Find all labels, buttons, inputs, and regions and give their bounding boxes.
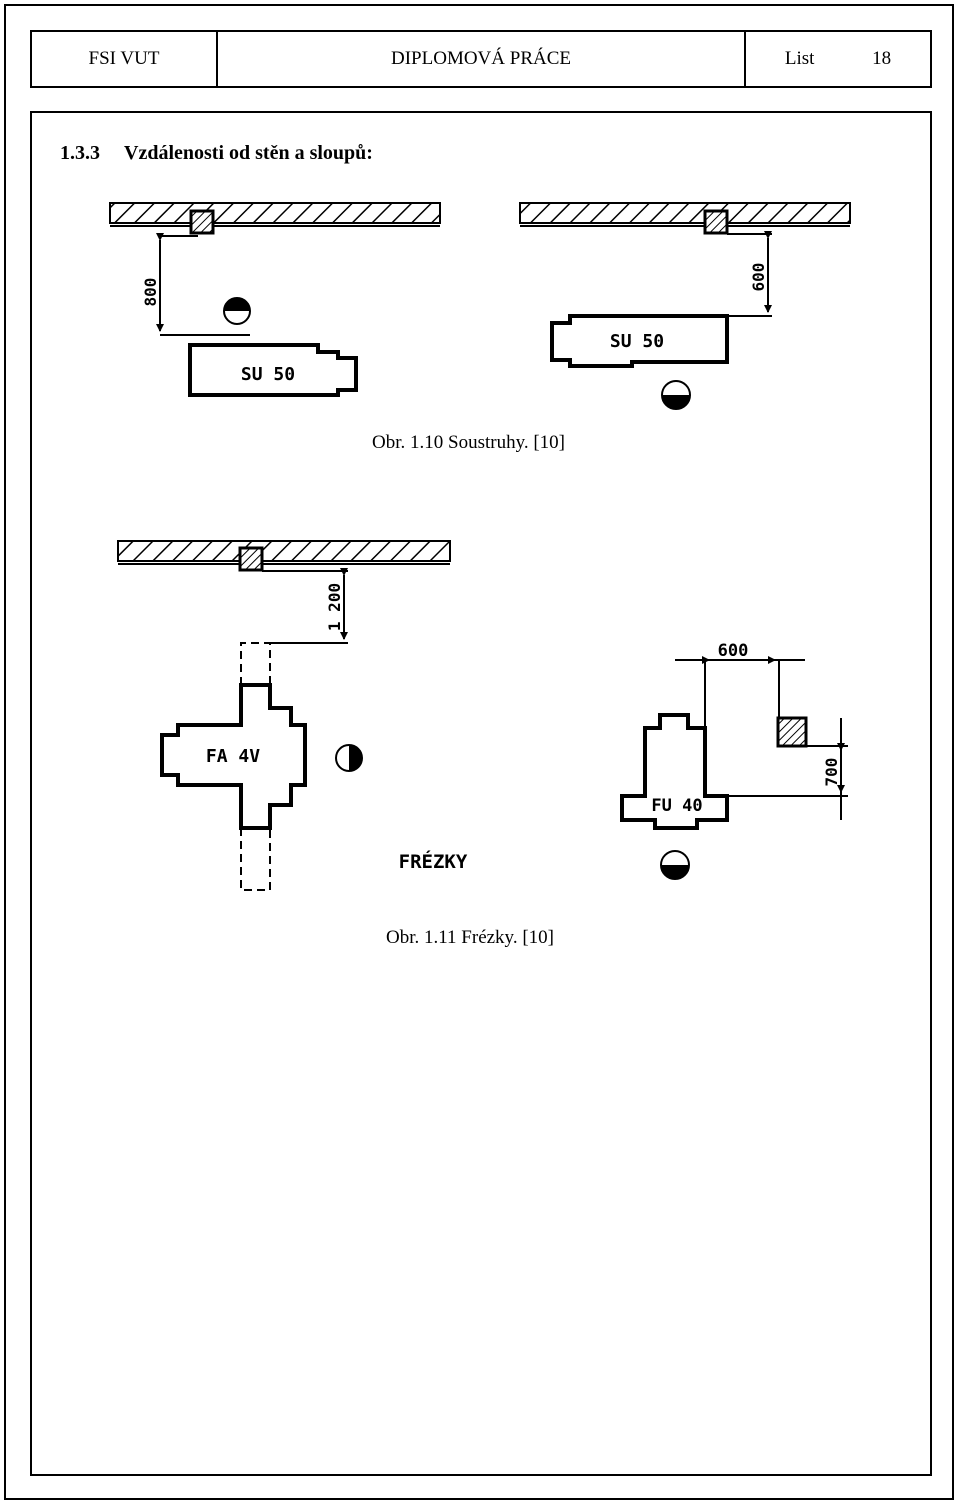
section-number: 1.3.3 [60, 142, 100, 164]
dimension-label: 600 [718, 641, 749, 661]
mill-outline [160, 683, 307, 830]
header-sheet-number: 18 [872, 48, 892, 69]
lathe-right-drawing: 600 SU 50 [519, 202, 851, 410]
section-title: Vzdálenosti od stěn a sloupů: [124, 142, 373, 164]
operator-position-icon [335, 744, 363, 772]
dimension-label: 1 200 [325, 583, 344, 631]
column-square [703, 209, 729, 235]
table-travel-dashed [240, 828, 271, 891]
table-travel-dashed [240, 642, 271, 685]
header-institution: FSI VUT [32, 32, 218, 86]
column-square [776, 716, 808, 748]
operator-position-icon [223, 297, 251, 325]
lathe-outline [550, 314, 729, 368]
mill-left-drawing: 1 200 FA 4V FRÉZKY [117, 540, 468, 891]
column-square [238, 546, 264, 572]
lathe-left-drawing: 800 SU 50 [109, 202, 441, 397]
machine-label: SU 50 [241, 364, 295, 385]
dimension-label: 700 [822, 758, 841, 787]
wall-hatched [117, 540, 451, 562]
operator-position-icon [660, 850, 690, 880]
content-frame [30, 111, 932, 1476]
wall-hatched [109, 202, 441, 224]
dimension-label: 600 [749, 263, 768, 292]
machine-label: FU 40 [651, 796, 702, 816]
header-sheet: List 18 [746, 32, 930, 86]
mill-right-drawing: 600 700 FU 40 [620, 641, 848, 880]
dimension-label: 800 [141, 278, 160, 307]
page-outer-frame [4, 4, 954, 1500]
column-square [189, 209, 215, 235]
header-sheet-label: List [784, 48, 815, 69]
page-header: FSI VUT DIPLOMOVÁ PRÁCE List 18 [30, 30, 932, 88]
machine-label: SU 50 [610, 331, 664, 352]
operator-position-icon [661, 380, 691, 410]
figure-caption-mills: Obr. 1.11 Frézky. [10] [386, 927, 554, 948]
section-heading: 1.3.3 Vzdálenosti od stěn a sloupů: [60, 142, 373, 165]
wall-hatched [519, 202, 851, 224]
machine-label: FA 4V [206, 746, 260, 767]
mill-outline [620, 713, 729, 830]
lathe-outline [188, 343, 358, 397]
figure-caption-lathes: Obr. 1.10 Soustruhy. [10] [372, 432, 565, 453]
header-document-type: DIPLOMOVÁ PRÁCE [218, 32, 746, 86]
group-label: FRÉZKY [399, 850, 468, 873]
